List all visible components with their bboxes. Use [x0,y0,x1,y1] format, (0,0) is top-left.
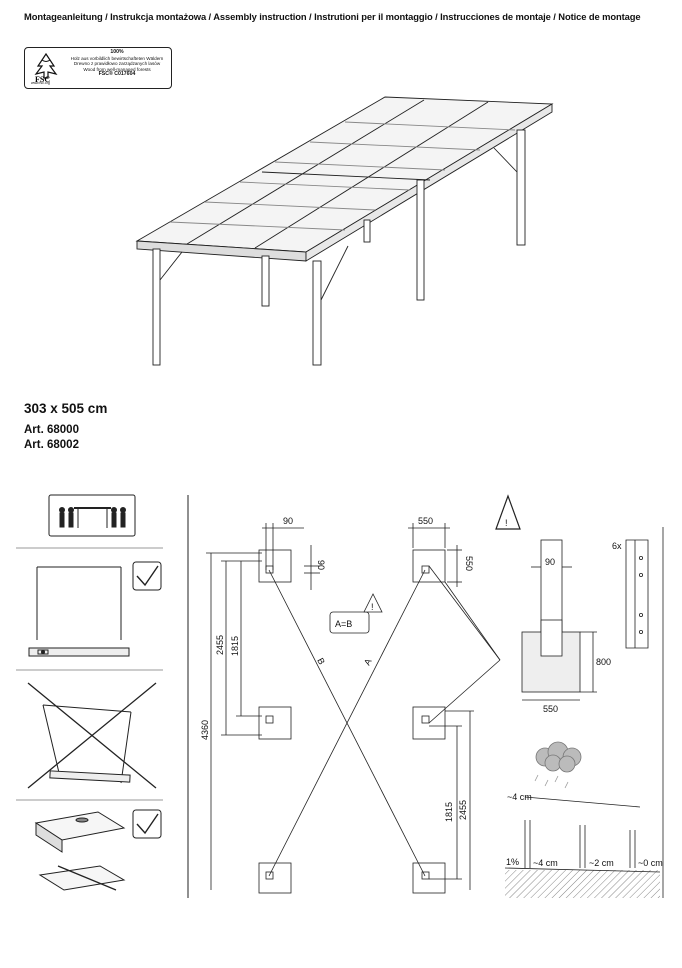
dim-2455-right: 2455 [458,800,468,820]
fsc-line-pl: Drewno z prawidłowo zarządzanych lasów [73,61,161,67]
warning-icon-small: ! [371,602,374,612]
fsc-label: FSC 100% Holz aus vorbildlich bewirtscha… [24,47,172,89]
fsc-percent: 100% [110,49,124,55]
slope-4cm: ~4 cm [507,792,532,802]
article-number-2: Art. 68002 [24,439,79,451]
dim-90-top: 90 [283,516,293,526]
footing-mid-left [258,706,292,740]
equation-a-equals-b: A=B [335,619,352,629]
two-persons-icon [48,494,136,537]
fsc-logo-text: FSC [35,75,50,84]
fsc-tree-logo-icon: FSC [34,52,58,84]
detail-dim-800: 800 [596,657,611,667]
warning-mark: ! [505,518,508,528]
fsc-line-de: Holz aus vorbildlich bewirtschafteten Wä… [70,55,164,61]
footing-mid-right [412,706,446,740]
detail-dim-90: 90 [545,557,555,567]
label-b: B [315,656,327,666]
warning-triangle-icon [495,494,521,530]
boards-placement-icon [34,811,126,891]
fsc-code: FSC® C017604 [98,71,136,78]
skewed-frame-crossed-icon [27,682,157,789]
dim-1815-left: 1815 [230,636,240,656]
dim-550-top: 550 [418,516,433,526]
dim-90-side: 90 [316,560,326,570]
post-bracket-icon [625,539,649,649]
gap-2cm: ~2 cm [589,858,614,868]
dim-550-side: 550 [464,556,474,571]
article-number-1: Art. 68000 [24,424,79,436]
footing-bottom-right [412,862,446,894]
product-size: 303 x 505 cm [24,401,108,416]
dim-4360: 4360 [200,720,210,740]
level-frame-icon [28,566,130,657]
rain-cloud-icon [535,741,582,773]
fsc-url: www.fsc.org [31,81,50,85]
footing-top-right [412,549,446,583]
dim-2455-left: 2455 [215,635,225,655]
fsc-line-en: Wood from well-managed forests [83,66,151,72]
dim-1815-right: 1815 [444,802,454,822]
checkmark-icon-2 [132,809,162,839]
slope-percent: 1% [506,857,519,867]
detail-dim-550: 550 [543,704,558,714]
checkmark-icon [132,561,162,591]
slope-line [524,796,641,808]
gap-0cm: ~0 cm [638,858,663,868]
document-title: Montageanleitung / Instrukcja montażowa … [24,11,641,22]
footing-bottom-left [258,862,292,894]
gap-4cm: ~4 cm [533,858,558,868]
label-a: A [362,657,374,667]
diagonal-a [268,569,426,877]
bracket-quantity: 6x [612,541,622,551]
